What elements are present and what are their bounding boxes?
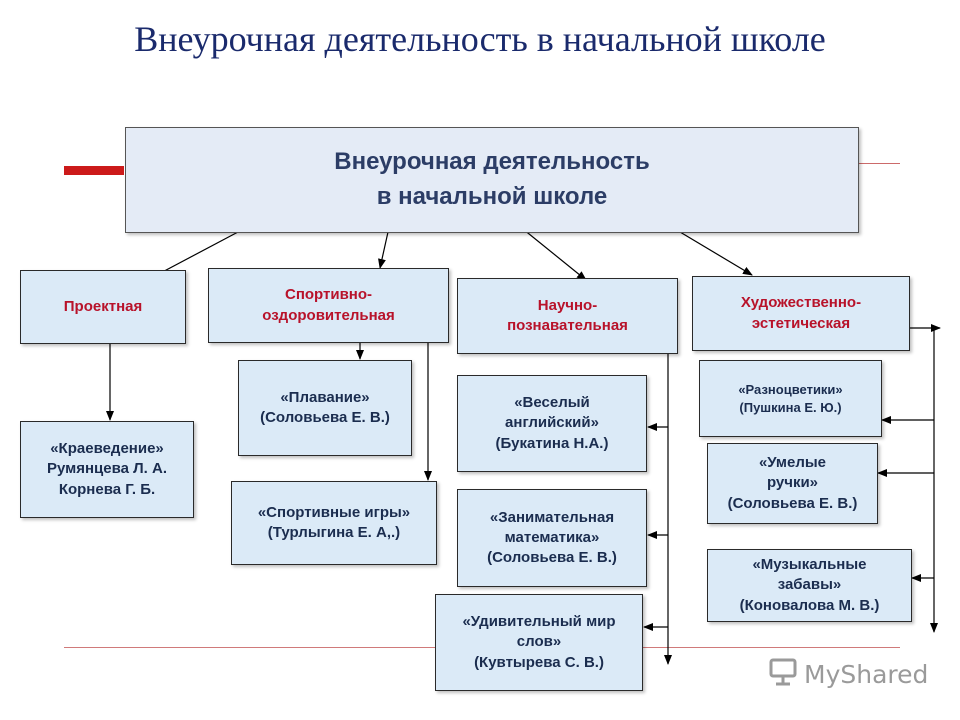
program-hands: «Умелые ручки» (Соловьева Е. В.) bbox=[707, 443, 878, 524]
root-box: Внеурочная деятельность в начальной школ… bbox=[125, 127, 859, 233]
program-math: «Занимательная математика» (Соловьева Е.… bbox=[457, 489, 647, 587]
logo-text: MyShared bbox=[804, 659, 929, 689]
category-science: Научно- познавательная bbox=[457, 278, 678, 354]
arrow-root-science bbox=[517, 224, 587, 281]
decorative-red-bar bbox=[64, 166, 124, 175]
category-sport: Спортивно- оздоровительная bbox=[208, 268, 449, 343]
category-project: Проектная bbox=[20, 270, 186, 344]
decorative-line bbox=[858, 163, 900, 164]
program-music: «Музыкальные забавы» (Коновалова М. В.) bbox=[707, 549, 912, 622]
program-words: «Удивительный мир слов» (Кувтырева С. В.… bbox=[435, 594, 643, 691]
arrow-root-art bbox=[669, 225, 753, 276]
category-art: Художественно- эстетическая bbox=[692, 276, 910, 351]
arrow-root-sport bbox=[378, 231, 389, 269]
program-kraevedenie: «Краеведение» Румянцева Л. А. Корнева Г.… bbox=[20, 421, 194, 518]
program-english: «Веселый английский» (Букатина Н.А.) bbox=[457, 375, 647, 472]
myshared-logo[interactable]: MyShared bbox=[768, 656, 928, 692]
slide-title: Внеурочная деятельность в начальной школ… bbox=[134, 19, 826, 59]
program-plavanie: «Плавание» (Соловьева Е. В.) bbox=[238, 360, 412, 456]
presentation-icon bbox=[768, 658, 798, 691]
program-raznocvetiki: «Разноцветики» (Пушкина Е. Ю.) bbox=[699, 360, 882, 437]
program-sport-games: «Спортивные игры» (Турлыгина Е. А,.) bbox=[231, 481, 437, 565]
